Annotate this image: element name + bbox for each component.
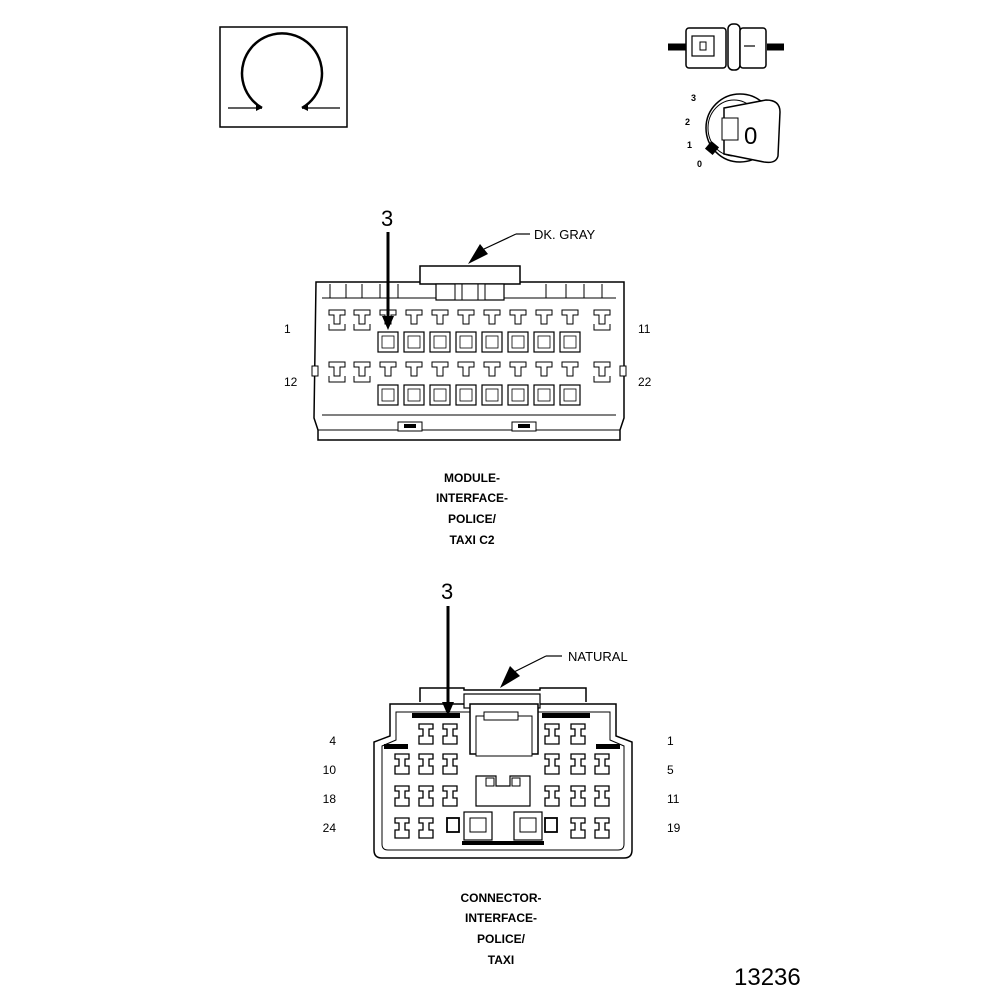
c2-cavity	[533, 309, 555, 353]
taxi-cavity	[418, 817, 434, 839]
c2-pin-12: 12	[284, 375, 298, 389]
c2-pin-22: 22	[638, 375, 652, 389]
taxi-cavity	[570, 785, 586, 807]
taxi-cavity	[544, 753, 560, 775]
c2-cavity	[403, 309, 425, 353]
taxi-caption-line-1: CONNECTOR-	[460, 891, 541, 905]
taxi-cavity	[394, 785, 410, 807]
c2-caption-line-1: MODULE-	[444, 471, 500, 485]
key-label: 0	[744, 123, 757, 150]
connector-pair-icon	[668, 23, 784, 71]
c2-cavity	[455, 361, 477, 406]
figure-number: 13236	[734, 964, 801, 991]
c2-cavity	[328, 309, 346, 331]
key-position-3: 3	[691, 93, 696, 103]
taxi-pin-11: 11	[667, 792, 680, 806]
taxi-pin-19: 19	[667, 821, 681, 835]
taxi-cavity	[418, 723, 434, 745]
taxi-cavity	[418, 753, 434, 775]
c2-pin-11: 11	[638, 322, 651, 336]
key-position-1: 1	[687, 140, 692, 150]
taxi-pin-5: 5	[667, 763, 674, 777]
taxi-cavity	[594, 753, 610, 775]
taxi-cavity	[442, 723, 458, 745]
taxi-caption-line-3: POLICE/	[477, 932, 526, 946]
c2-cavity	[481, 361, 503, 406]
c2-cavity	[593, 361, 611, 383]
taxi-cavity	[418, 785, 434, 807]
c2-cavity	[429, 361, 451, 406]
c2-cavity	[481, 309, 503, 353]
taxi-pin-18: 18	[323, 792, 337, 806]
c2-pin-1: 1	[284, 322, 291, 336]
c2-cavity	[559, 309, 581, 353]
c2-cavity	[377, 361, 399, 406]
taxi-cavity	[544, 785, 560, 807]
key-position-2: 2	[685, 117, 690, 127]
c2-cavity	[507, 361, 529, 406]
taxi-cavity	[394, 817, 410, 839]
taxi-cavity	[544, 723, 560, 745]
taxi-cavity	[570, 723, 586, 745]
taxi-callout-number: 3	[441, 579, 453, 604]
taxi-pin-4: 4	[329, 734, 336, 748]
c2-color-leader	[483, 233, 517, 250]
taxi-cavity	[570, 817, 586, 839]
taxi-caption-line-4: TAXI	[488, 953, 514, 967]
ignition-key-icon: 3 2 1 0 0	[685, 93, 781, 169]
taxi-cavity	[394, 753, 410, 775]
connector-taxi	[373, 687, 633, 859]
taxi-pin-10: 10	[323, 763, 337, 777]
c2-cavity	[403, 361, 425, 406]
taxi-pin-24: 24	[323, 821, 337, 835]
taxi-pin-1: 1	[667, 734, 674, 748]
c2-cavity	[559, 361, 581, 406]
c2-caption-line-4: TAXI C2	[449, 533, 494, 547]
key-position-0: 0	[697, 159, 702, 169]
taxi-color-label: NATURAL	[568, 649, 628, 664]
c2-caption-line-2: INTERFACE-	[436, 491, 508, 505]
c2-cavity	[533, 361, 555, 406]
c2-caption: MODULE- INTERFACE- POLICE/ TAXI C2	[436, 471, 508, 547]
taxi-cavity	[594, 817, 610, 839]
c2-cavity	[593, 309, 611, 331]
connector-c2	[311, 265, 627, 441]
c2-cavity	[455, 309, 477, 353]
taxi-caption: CONNECTOR- INTERFACE- POLICE/ TAXI	[460, 891, 541, 967]
c2-callout-number: 3	[381, 206, 393, 231]
taxi-cavity	[442, 753, 458, 775]
c2-cavity	[328, 361, 346, 383]
c2-cavity	[507, 309, 529, 353]
taxi-color-leader	[513, 655, 547, 673]
c2-color-label: DK. GRAY	[534, 227, 595, 242]
taxi-cavity	[570, 753, 586, 775]
c2-cavity	[353, 309, 371, 331]
c2-cavity	[353, 361, 371, 383]
taxi-cavity	[594, 785, 610, 807]
ohm-symbol-icon	[219, 26, 348, 128]
c2-cavity	[429, 309, 451, 353]
taxi-cavity	[442, 785, 458, 807]
c2-caption-line-3: POLICE/	[448, 512, 497, 526]
taxi-caption-line-2: INTERFACE-	[465, 911, 537, 925]
